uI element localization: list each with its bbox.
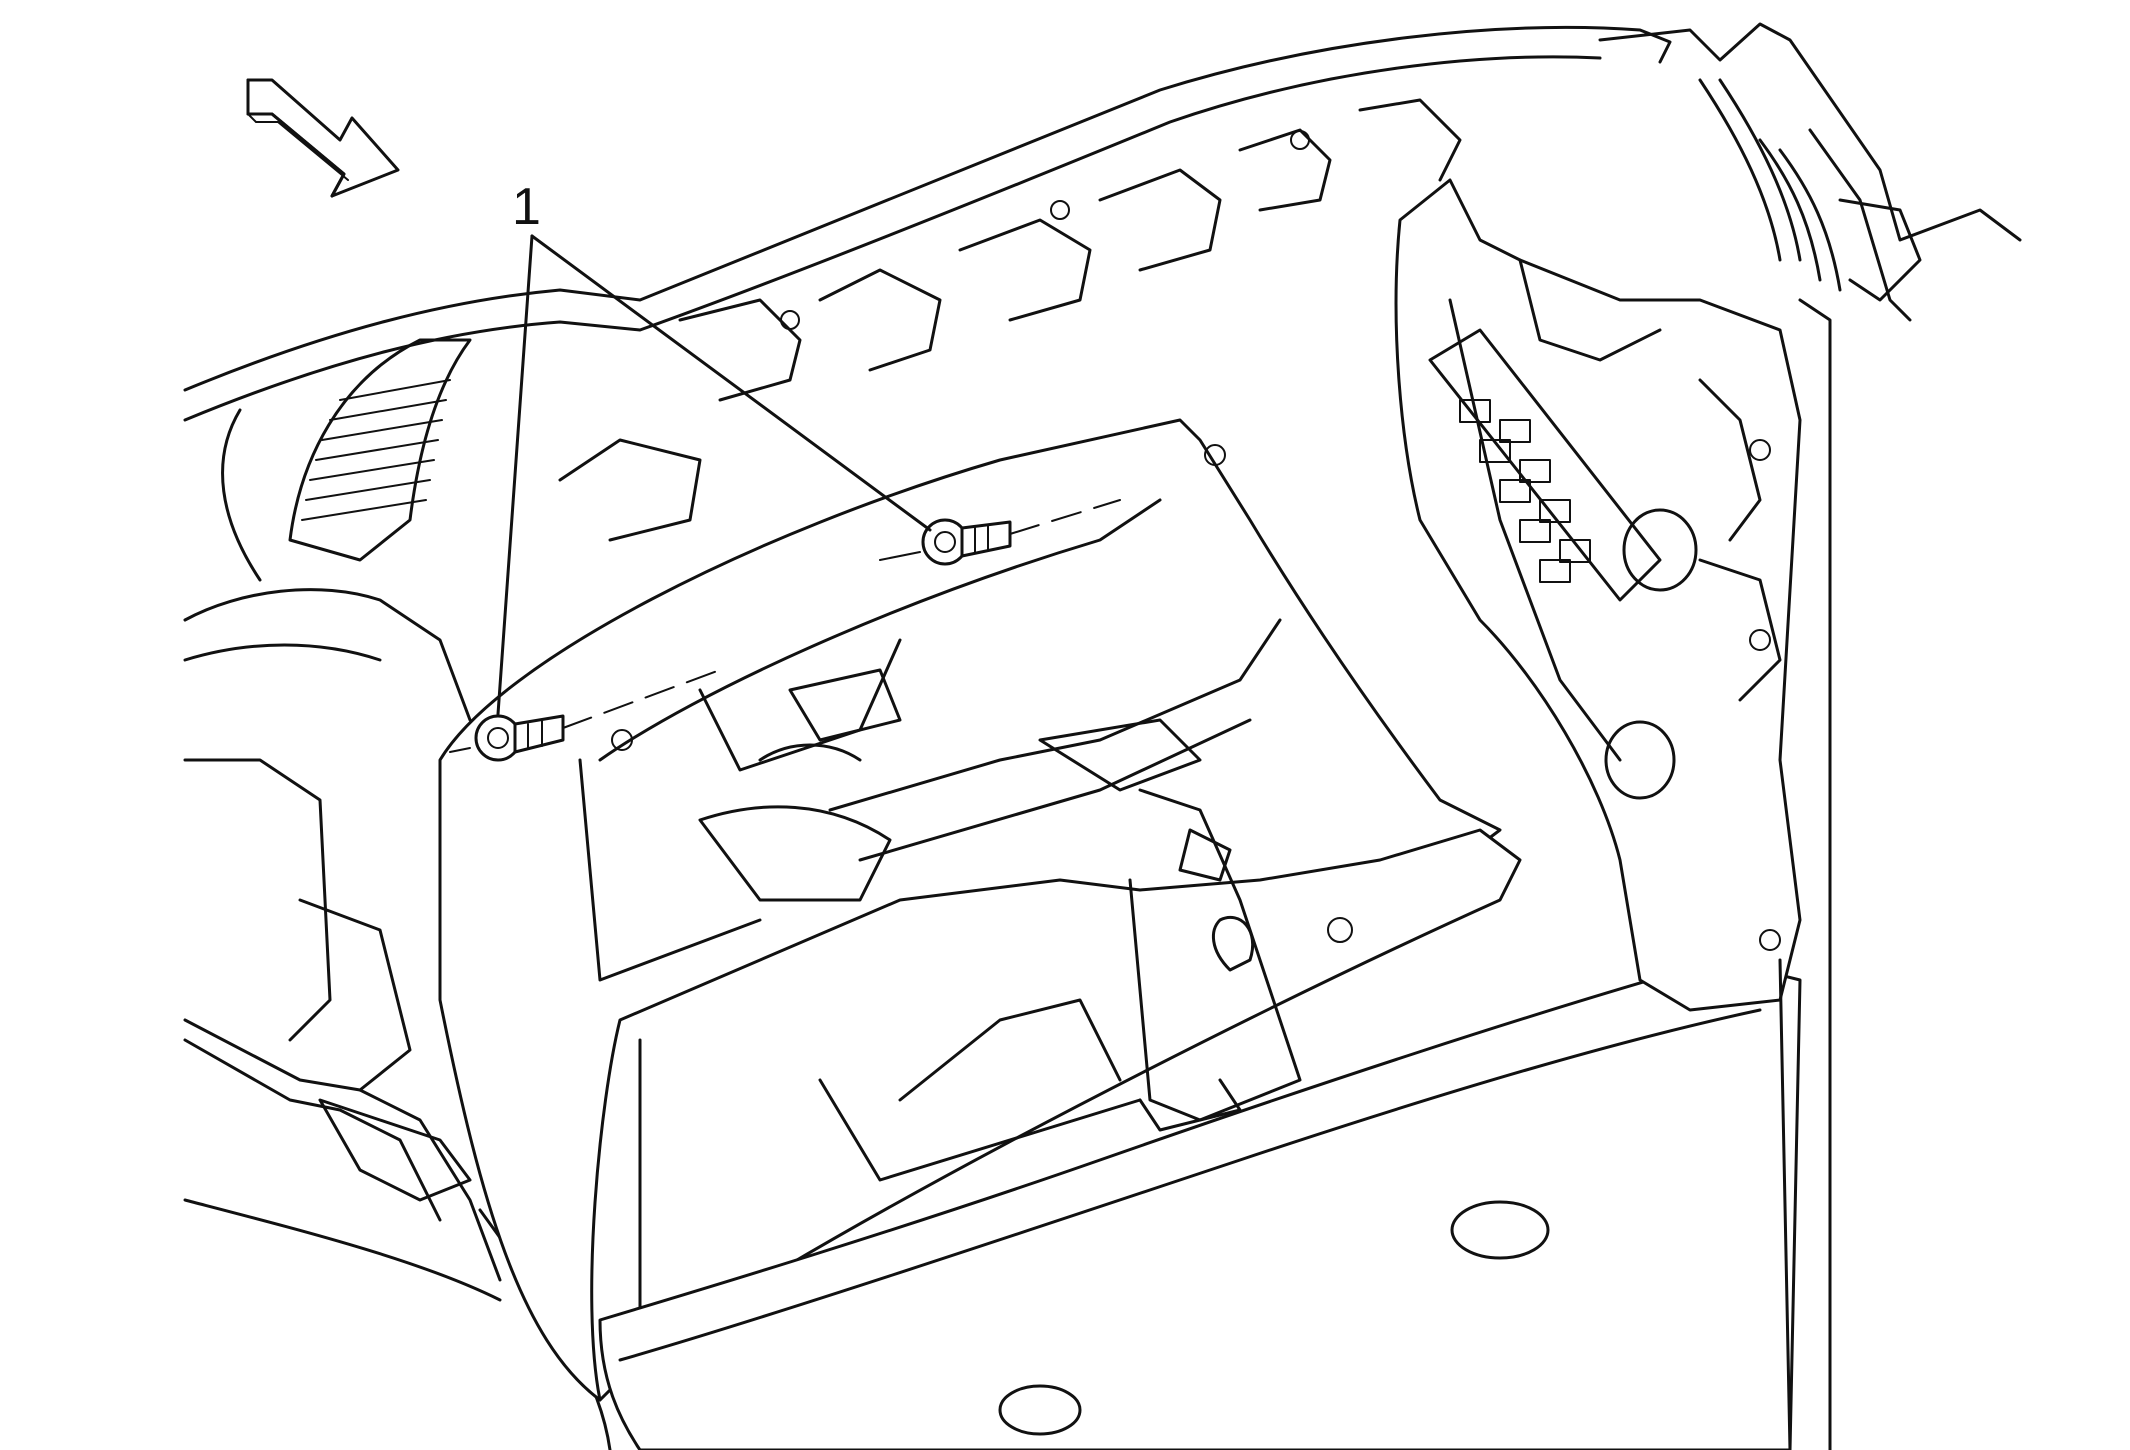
callout-label-1: 1 [512, 178, 541, 236]
fuse-block [1428, 328, 1662, 602]
forward-direction-arrow-icon [246, 78, 400, 198]
upper-brackets [558, 98, 1462, 542]
screw-icon [474, 714, 565, 762]
left-dash-structure [183, 588, 612, 1450]
glovebox-bin [590, 788, 1522, 1402]
wiring-harness [1698, 78, 1842, 292]
right-trim-panel [1394, 178, 1922, 1450]
left-air-vent [221, 338, 472, 582]
callout-leader-lines [496, 234, 932, 716]
lower-knee-panel [598, 958, 1802, 1450]
install-path-lines [449, 499, 1121, 753]
screw-upper [921, 518, 1012, 566]
instrument-panel-upper [183, 22, 2022, 422]
